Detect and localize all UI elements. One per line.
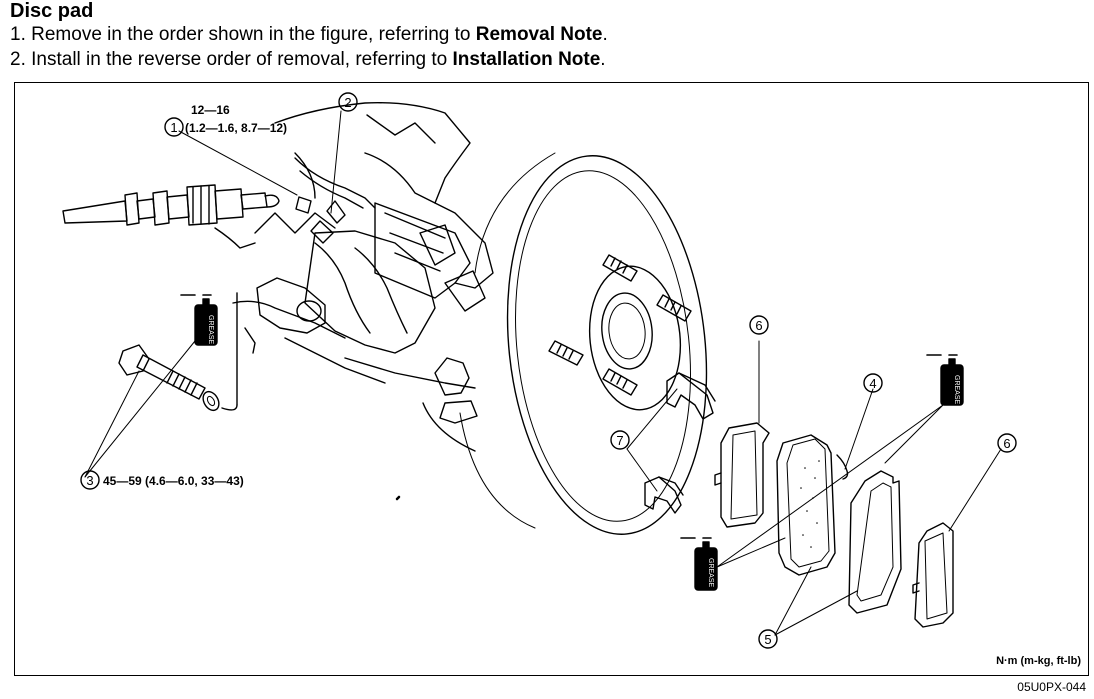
disc-pad-outer: [848, 470, 902, 614]
grease-can-pad: [680, 537, 718, 591]
callout-1: 1: [164, 117, 184, 137]
svg-text:4: 4: [869, 376, 876, 391]
callout-7: 7: [610, 430, 630, 450]
step-number: 1.: [10, 24, 26, 45]
callout-5: 5: [758, 629, 778, 649]
grease-label-pad: GREASE: [707, 558, 714, 588]
torque-item-3: 45—59 (4.6—6.0, 33—43): [103, 474, 244, 488]
disc-pad-exploded-diagram: GREASE GREASE GREASE 1 2: [14, 82, 1089, 676]
pad-friction-dots: [800, 460, 820, 548]
wheel-hub: [588, 265, 682, 411]
callout-6-inner-shim: 6: [749, 315, 769, 335]
leader-lines: [84, 110, 1002, 636]
units-note: N·m (m-kg, ft-lb): [996, 655, 1081, 667]
svg-text:6: 6: [755, 318, 762, 333]
step-text: Remove in the order shown in the figure,…: [31, 24, 471, 45]
grease-can-shim: [926, 354, 964, 406]
torque-item-1-value: 12—16: [191, 103, 230, 117]
callout-4: 4: [863, 373, 883, 393]
brake-hose: [214, 157, 376, 249]
svg-text:1: 1: [170, 120, 177, 135]
pad-wear-indicator: [836, 454, 849, 480]
pad-retaining-clips: [644, 372, 716, 514]
figure-id: 05U0PX-044: [1017, 680, 1086, 694]
svg-text:3: 3: [86, 473, 93, 488]
step-end: .: [602, 24, 608, 45]
step-number: 2.: [10, 49, 26, 70]
svg-text:2: 2: [344, 95, 351, 110]
hub-bolts: [548, 254, 692, 396]
caliper-and-knuckle: [232, 102, 494, 452]
svg-text:7: 7: [616, 433, 623, 448]
svg-text:6: 6: [1003, 436, 1010, 451]
callout-6-outer-shim: 6: [997, 433, 1017, 453]
grease-label-shim: GREASE: [953, 375, 960, 405]
callout-3: 3: [80, 470, 100, 490]
step-end: .: [600, 49, 606, 70]
brake-disc: [459, 152, 708, 535]
diagram-drawing: GREASE GREASE GREASE 1 2: [62, 92, 1081, 667]
disc-pad-inner: [776, 434, 836, 576]
grease-label-bolt: GREASE: [207, 315, 214, 345]
torque-item-1-units: (1.2—1.6, 8.7—12): [185, 121, 287, 135]
instruction-step-2: 2. Install in the reverse order of remov…: [10, 49, 606, 71]
instruction-step-1: 1. Remove in the order shown in the figu…: [10, 24, 608, 46]
svg-text:5: 5: [764, 632, 771, 647]
pad-shim-inner: [714, 422, 770, 528]
installation-note-reference: Installation Note: [452, 49, 601, 70]
page-title: Disc pad: [10, 0, 94, 22]
caliper-mounting-bolt: [118, 292, 238, 412]
callout-2: 2: [338, 92, 358, 112]
brake-line-fitting: [62, 184, 312, 226]
grease-can-bolt: [180, 294, 218, 346]
pad-shim-outer: [912, 522, 954, 628]
removal-note-reference: Removal Note: [475, 24, 603, 45]
step-text: Install in the reverse order of removal,…: [31, 49, 448, 70]
